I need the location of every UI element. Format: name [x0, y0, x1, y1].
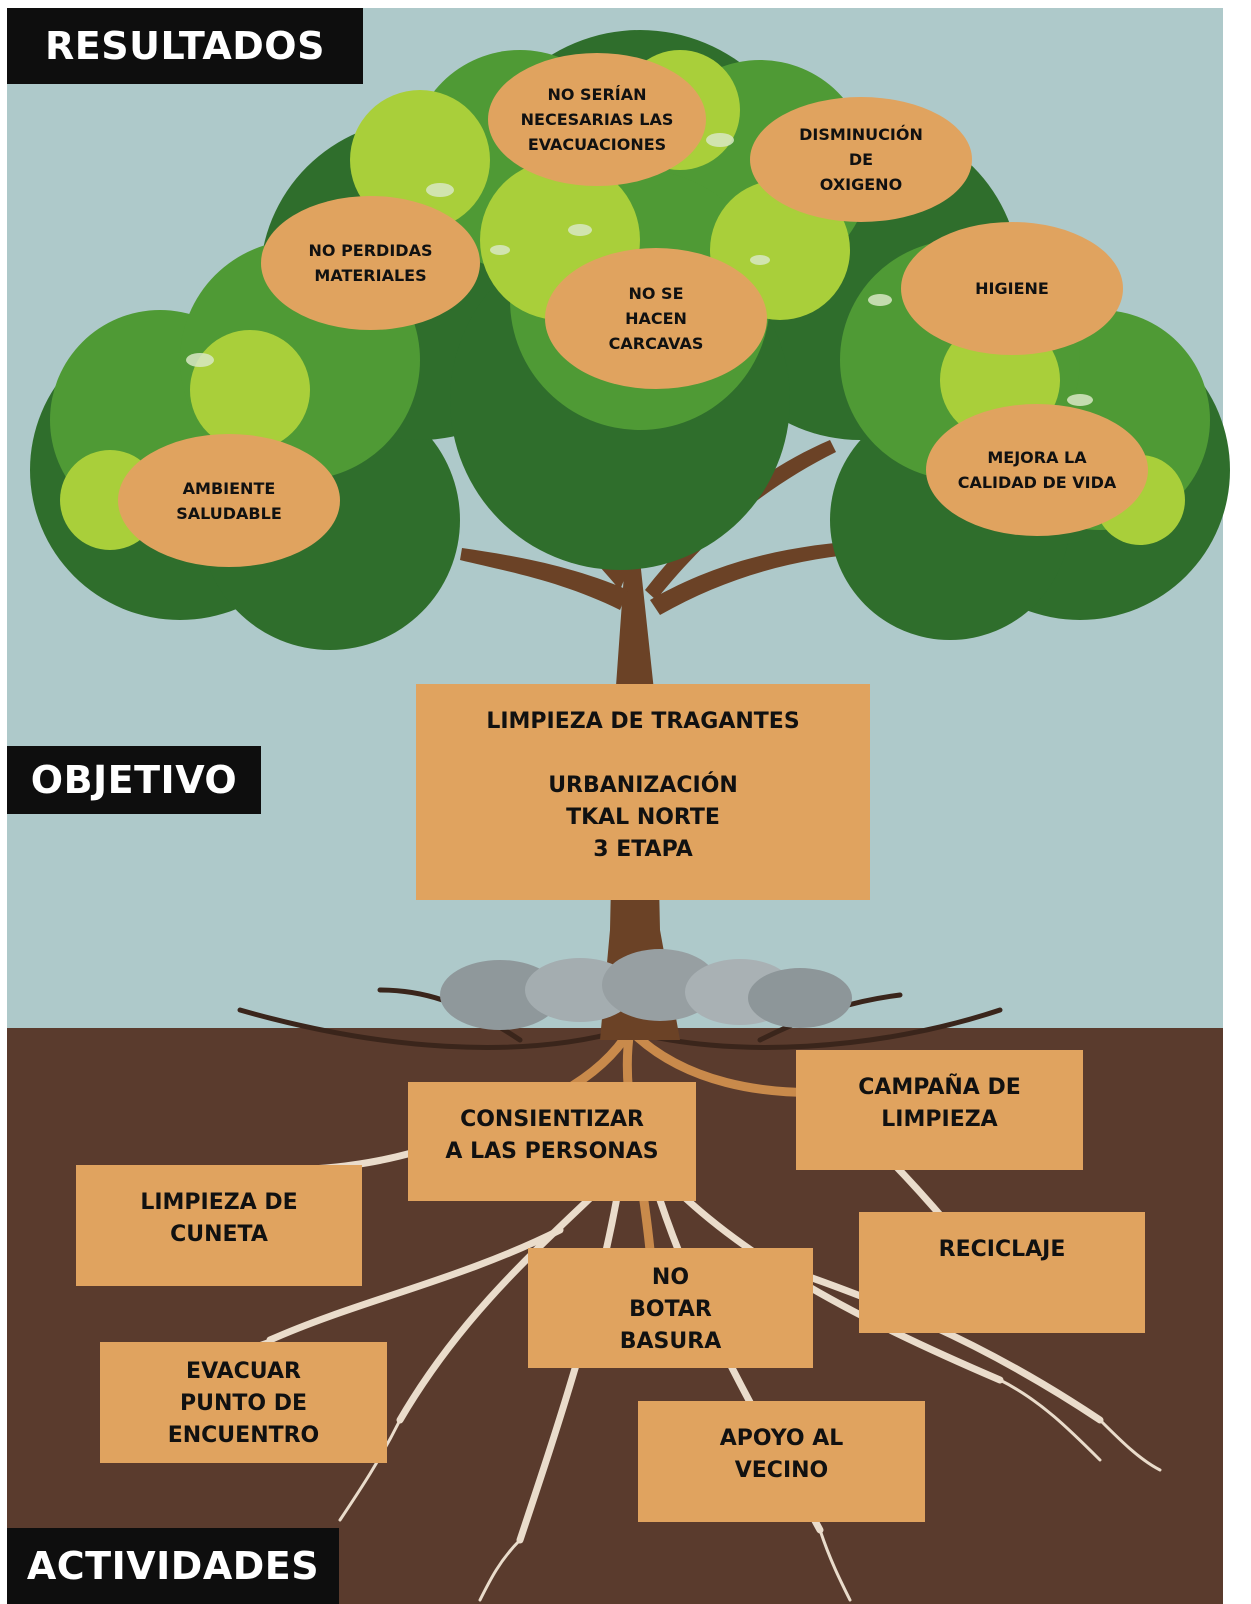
activity-no-littering: NO BOTAR BASURA — [528, 1248, 813, 1368]
result-hygiene: HIGIENE — [901, 222, 1123, 355]
result-quality-of-life: MEJORA LA CALIDAD DE VIDA — [926, 404, 1148, 536]
activity-recycling: RECICLAJE — [859, 1212, 1145, 1333]
rocks — [440, 949, 852, 1030]
activities-section-label: ACTIVIDADES — [7, 1528, 339, 1604]
results-section-label: RESULTADOS — [7, 8, 363, 84]
activity-support-neighbor: APOYO AL VECINO — [638, 1401, 925, 1522]
result-evacuations: NO SERÍAN NECESARIAS LAS EVACUACIONES — [488, 53, 706, 186]
result-gullies: NO SE HACEN CARCAVAS — [545, 248, 767, 389]
result-oxygen: DISMINUCIÓN DE OXIGENO — [750, 97, 972, 222]
activity-raise-awareness: CONSIENTIZAR A LAS PERSONAS — [408, 1082, 696, 1201]
activity-cleanup-campaign: CAMPAÑA DE LIMPIEZA — [796, 1050, 1083, 1170]
result-material-losses: NO PERDIDAS MATERIALES — [261, 196, 480, 330]
result-healthy-environment: AMBIENTE SALUDABLE — [118, 434, 340, 567]
objective-section-label: OBJETIVO — [7, 746, 261, 814]
activity-evacuate-meeting-point: EVACUAR PUNTO DE ENCUENTRO — [100, 1342, 387, 1463]
objective-box: LIMPIEZA DE TRAGANTES URBANIZACIÓN TKAL … — [416, 684, 870, 900]
activity-ditch-cleaning: LIMPIEZA DE CUNETA — [76, 1165, 362, 1286]
